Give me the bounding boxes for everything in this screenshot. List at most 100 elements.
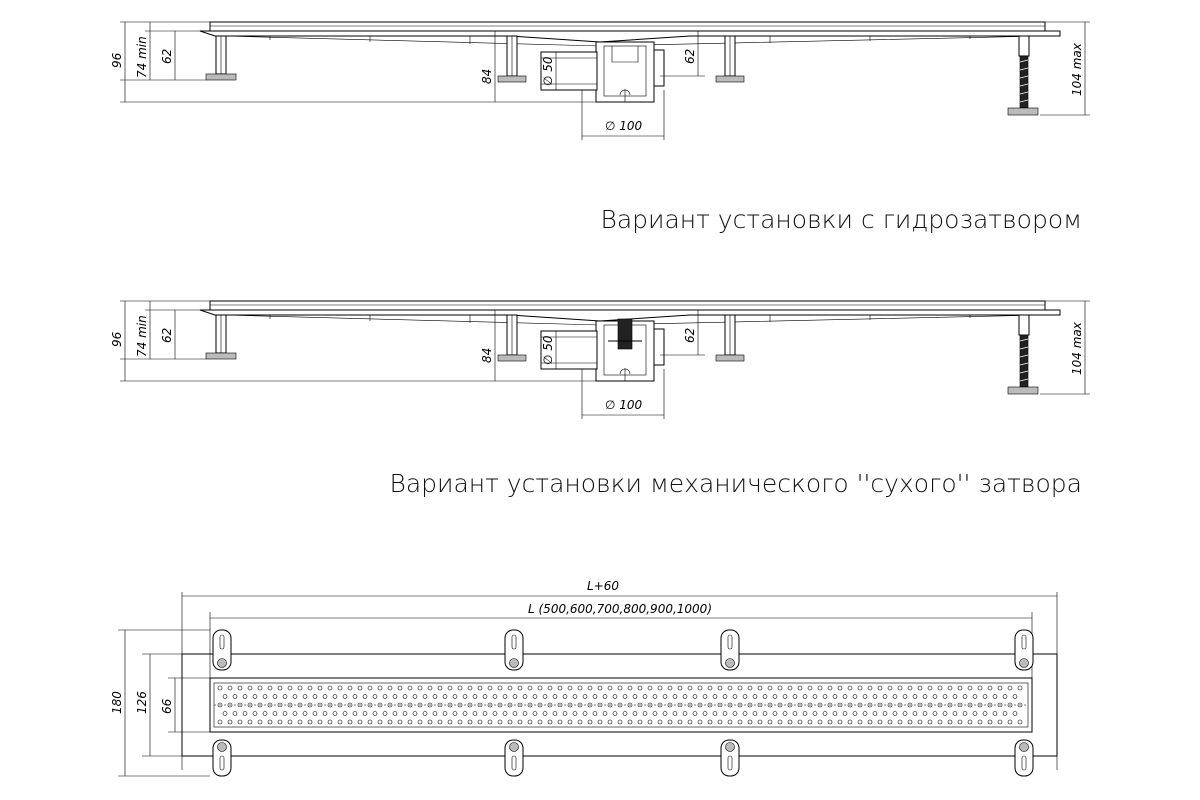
perforation-hole [562, 694, 568, 699]
perforation-hole [702, 694, 708, 699]
perforation-hole [552, 694, 558, 699]
perforation-hole [667, 685, 673, 691]
perforation-hole [507, 685, 513, 691]
section-b-dim-84: 84 [480, 348, 494, 363]
perforation-hole [1002, 711, 1008, 716]
perforation-hole [292, 711, 298, 716]
top-view-dim-180: 180 [110, 691, 124, 714]
perforation-hole [422, 711, 428, 716]
perforation-hole [397, 685, 403, 691]
perforation-hole [267, 719, 273, 725]
perforation-hole [237, 702, 243, 708]
perforation-hole [612, 711, 618, 716]
perforation-hole [567, 719, 573, 725]
perforation-hole [287, 685, 293, 691]
perforation-hole [347, 719, 353, 725]
perforation-hole [507, 719, 513, 725]
perforation-hole [657, 685, 663, 691]
section-b-dim-100: ∅ 100 [605, 398, 643, 412]
perforation-hole [472, 694, 478, 699]
perforation-hole [272, 694, 278, 699]
perforation-hole [1017, 685, 1023, 691]
section-b-dim-96: 96 [110, 331, 124, 347]
perforation-hole [577, 702, 583, 708]
perforation-hole [782, 694, 788, 699]
perforation-hole [467, 702, 473, 708]
perforation-hole [502, 711, 508, 716]
perforation-hole [777, 685, 783, 691]
perforation-hole [642, 711, 648, 716]
perforation-hole [937, 702, 943, 708]
perforation-hole [287, 702, 293, 708]
perforation-hole [657, 702, 663, 708]
section-b-dim-74min: 74 min [135, 315, 149, 357]
perforation-hole [762, 711, 768, 716]
perforation-hole [597, 685, 603, 691]
perforation-hole [357, 685, 363, 691]
perforation-hole [877, 719, 883, 725]
perforation-hole [262, 694, 268, 699]
perforation-hole [1002, 694, 1008, 699]
perforation-hole [907, 685, 913, 691]
perforation-hole [337, 685, 343, 691]
perforation-hole [222, 711, 228, 716]
perforation-hole [652, 711, 658, 716]
perforation-hole [682, 711, 688, 716]
perforation-hole [857, 702, 863, 708]
section-b-dim-62-right: 62 [683, 328, 697, 343]
perforation-hole [727, 685, 733, 691]
perforation-hole [947, 702, 953, 708]
perforation-hole [707, 719, 713, 725]
perforation-hole [582, 694, 588, 699]
perforation-hole [427, 702, 433, 708]
perforation-hole [617, 702, 623, 708]
perforation-hole [812, 711, 818, 716]
section-a-dim-62-left: 62 [160, 49, 174, 64]
perforation-hole [947, 719, 953, 725]
perforation-hole [497, 719, 503, 725]
perforation-hole [432, 694, 438, 699]
perforation-hole [442, 711, 448, 716]
perforation-hole [517, 702, 523, 708]
perforation-hole [527, 719, 533, 725]
perforation-hole [272, 711, 278, 716]
perforation-hole [347, 685, 353, 691]
perforation-hole [397, 719, 403, 725]
perforation-hole [797, 685, 803, 691]
perforation-hole [712, 711, 718, 716]
perforation-hole [257, 702, 263, 708]
perforation-hole [692, 711, 698, 716]
perforation-hole [1007, 685, 1013, 691]
perforation-hole [757, 719, 763, 725]
perforation-hole [217, 702, 223, 708]
perforation-hole [467, 719, 473, 725]
perforation-hole [827, 685, 833, 691]
perforation-hole [277, 719, 283, 725]
perforation-hole [467, 685, 473, 691]
perforation-hole [497, 702, 503, 708]
perforation-hole [572, 711, 578, 716]
perforation-hole [267, 702, 273, 708]
perforation-hole [232, 711, 238, 716]
perforation-hole [307, 702, 313, 708]
top-view-dim-length: L (500,600,700,800,900,1000) [528, 602, 712, 616]
perforation-hole [977, 702, 983, 708]
perforation-hole [717, 719, 723, 725]
mounting-lug [504, 739, 524, 777]
perforation-hole [227, 685, 233, 691]
perforation-hole [347, 702, 353, 708]
perforation-hole [747, 719, 753, 725]
perforation-hole [827, 719, 833, 725]
top-view-dim-66: 66 [160, 698, 174, 714]
perforation-hole [227, 702, 233, 708]
perforation-hole [257, 685, 263, 691]
perforation-hole [257, 719, 263, 725]
perforation-hole [987, 702, 993, 708]
perforation-hole [627, 719, 633, 725]
perforation-hole [597, 719, 603, 725]
perforation-hole [267, 685, 273, 691]
perforation-hole [897, 685, 903, 691]
perforation-hole [587, 685, 593, 691]
perforation-hole [647, 685, 653, 691]
perforation-hole [327, 685, 333, 691]
